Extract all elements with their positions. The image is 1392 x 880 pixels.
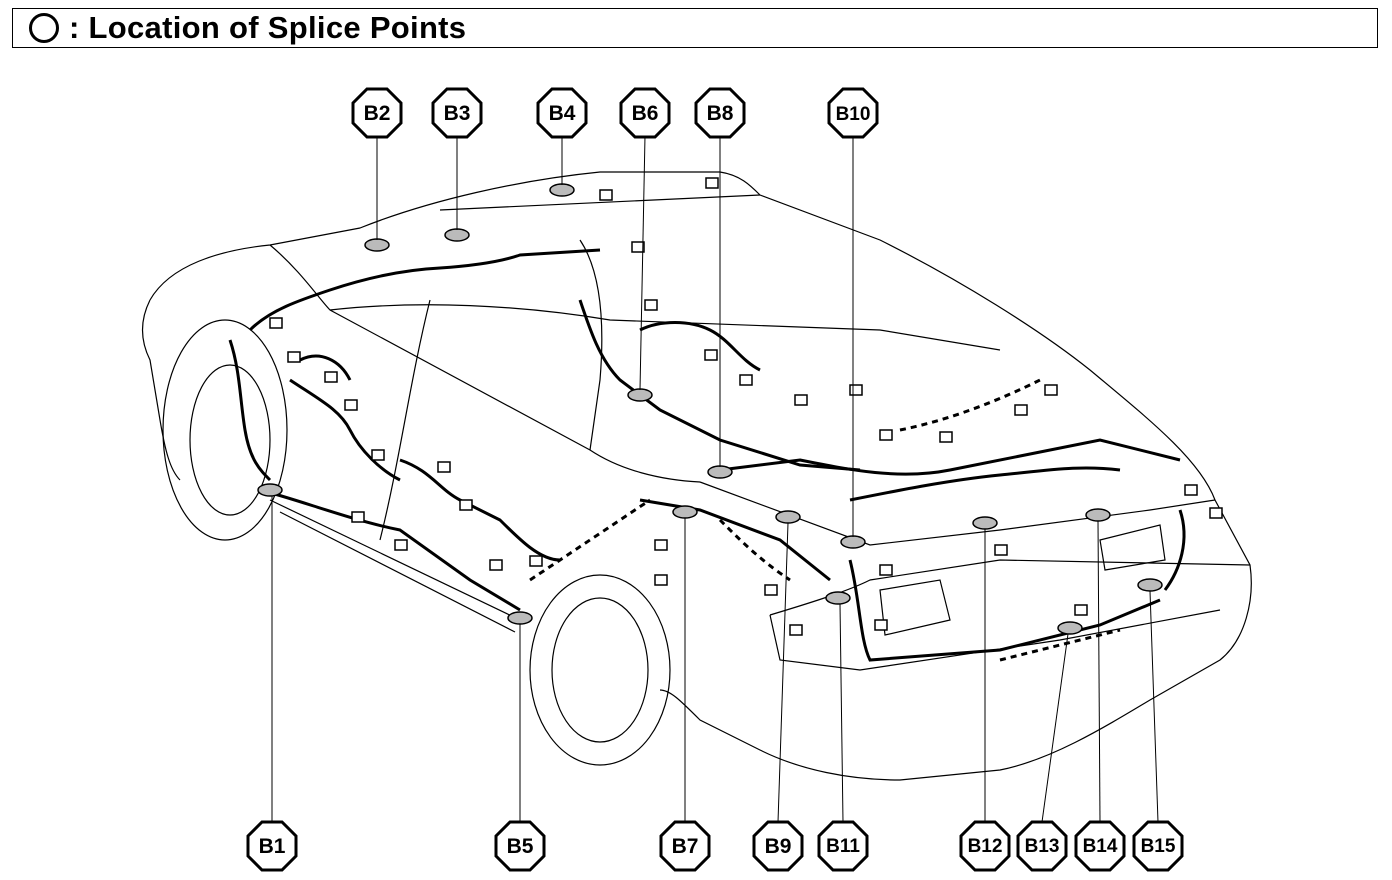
label-b12: B12	[959, 820, 1011, 872]
label-b13: B13	[1016, 820, 1068, 872]
label-b7-text: B7	[672, 835, 699, 858]
label-b5-text: B5	[507, 835, 534, 858]
label-b8-text: B8	[707, 102, 734, 125]
wheels	[162, 319, 671, 766]
label-b3: B3	[431, 87, 483, 139]
label-b10-text: B10	[836, 104, 871, 125]
label-b14: B14	[1074, 820, 1126, 872]
label-b8: B8	[694, 87, 746, 139]
label-b6-text: B6	[632, 102, 659, 125]
label-b15-text: B15	[1141, 836, 1176, 857]
label-b2-text: B2	[364, 102, 391, 125]
label-b2: B2	[351, 87, 403, 139]
label-b10: B10	[827, 87, 879, 139]
label-b5: B5	[494, 820, 546, 872]
label-b6: B6	[619, 87, 671, 139]
label-b9-text: B9	[765, 835, 792, 858]
label-b15: B15	[1132, 820, 1184, 872]
car-body	[141, 171, 1252, 781]
circle-icon	[29, 13, 59, 43]
connectors	[269, 177, 1223, 636]
leader-lines	[271, 135, 1159, 823]
label-b12-text: B12	[968, 836, 1003, 857]
label-b4-text: B4	[549, 102, 576, 125]
wire-harness	[228, 248, 1186, 662]
wire-harness-dashed	[529, 378, 1121, 662]
label-b7: B7	[659, 820, 711, 872]
label-b13-text: B13	[1025, 836, 1060, 857]
top-labels: B2 B3 B4 B6 B8 B10	[351, 87, 879, 139]
label-b11-text: B11	[826, 836, 860, 857]
label-b1: B1	[246, 820, 298, 872]
title-bar: : Location of Splice Points	[12, 8, 1378, 48]
label-b3-text: B3	[444, 102, 471, 125]
label-b1-text: B1	[259, 835, 286, 858]
splice-points	[257, 183, 1163, 635]
label-b9: B9	[752, 820, 804, 872]
label-b11: B11	[817, 820, 869, 872]
label-b4: B4	[536, 87, 588, 139]
page-title: : Location of Splice Points	[69, 10, 467, 45]
label-b14-text: B14	[1083, 836, 1118, 857]
bottom-labels: B1 B5 B7 B9 B11 B12 B13 B14	[246, 820, 1184, 872]
